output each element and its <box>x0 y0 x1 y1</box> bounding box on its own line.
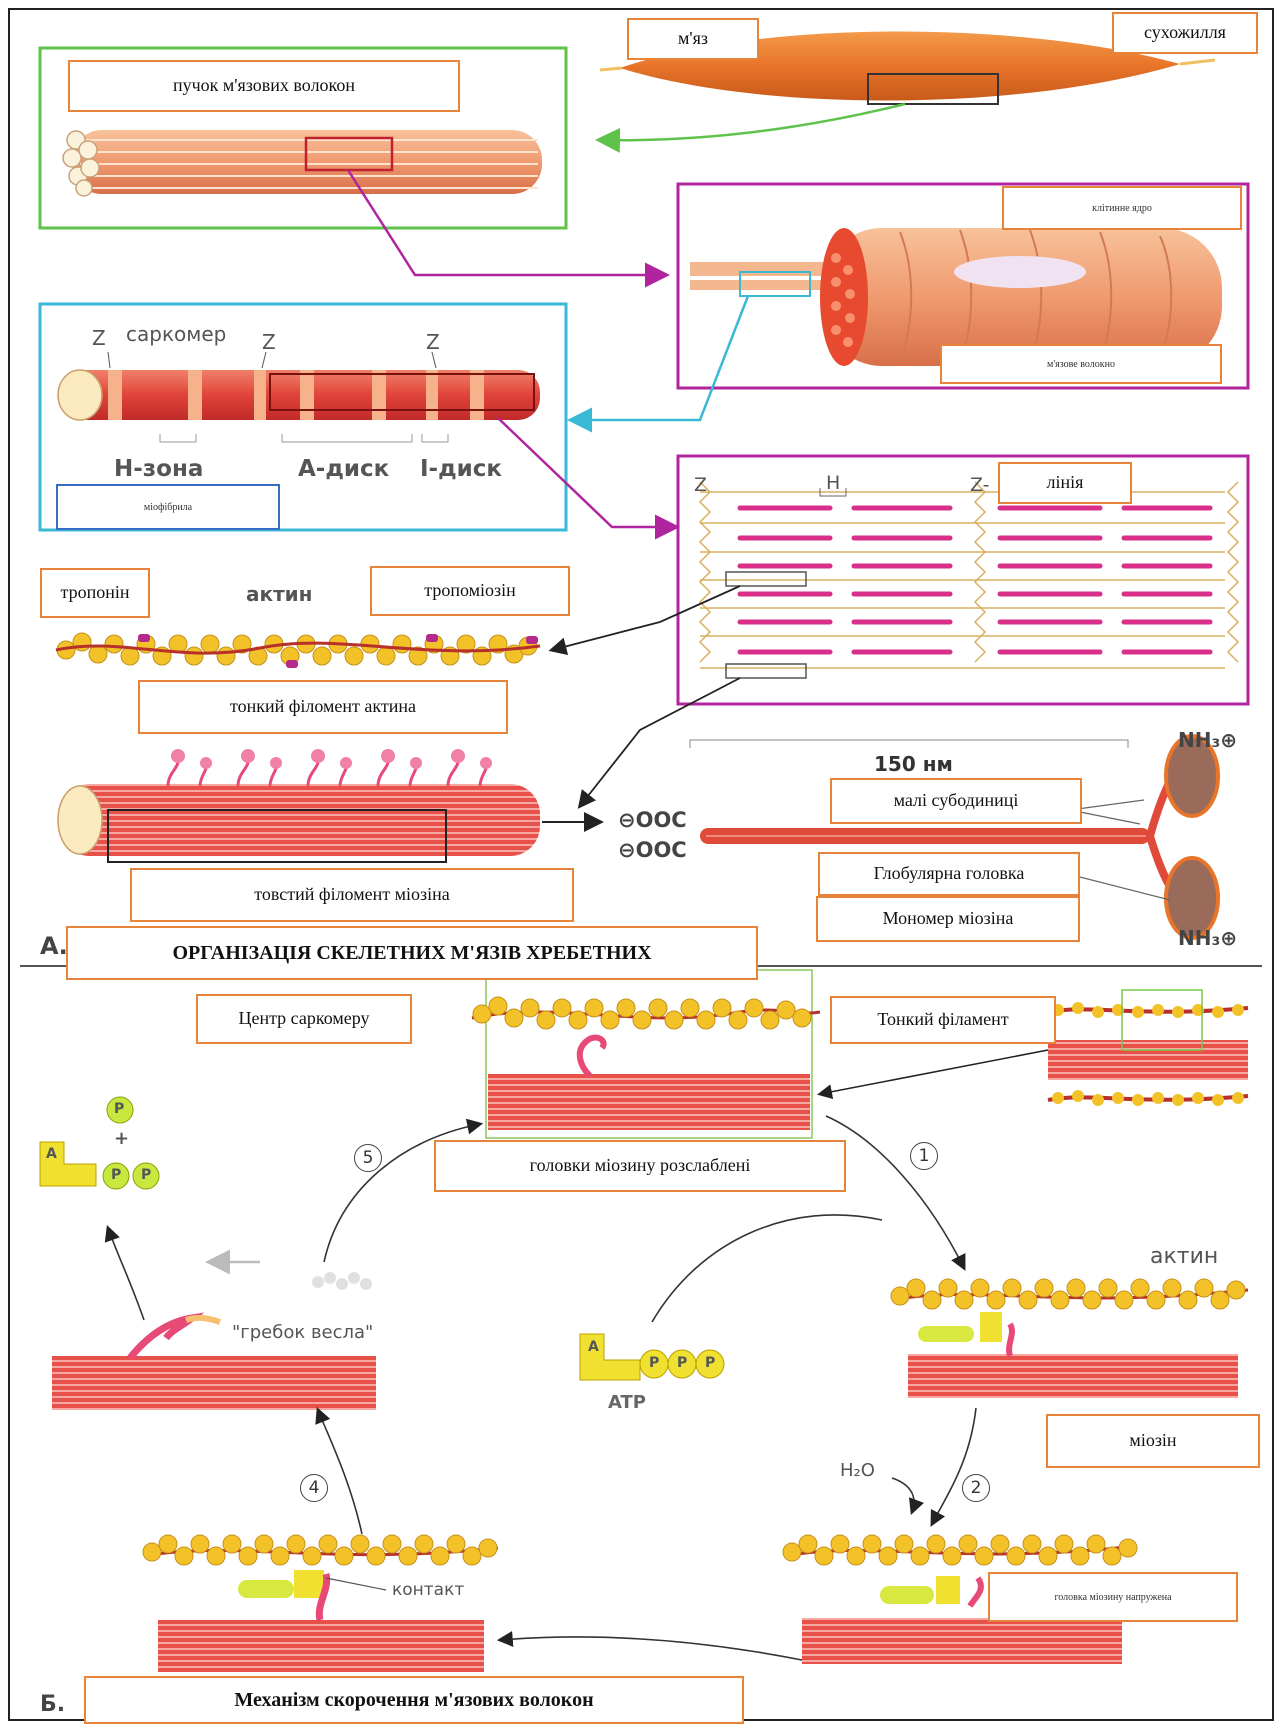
label-cell-nucleus: клітинне ядро <box>1002 186 1242 230</box>
part-a-letter: А. <box>40 932 68 960</box>
part-b-letter: Б. <box>40 1692 65 1717</box>
step-number-4: 4 <box>300 1474 328 1502</box>
arrow-to-thin-filament <box>552 586 740 650</box>
actin-label-a: актин <box>246 582 313 606</box>
z-label-1: Z <box>92 326 106 350</box>
step-number-5: 5 <box>354 1144 382 1172</box>
thin-filament-drawing <box>56 633 540 668</box>
label-troponin: тропонін <box>40 568 150 618</box>
z-label-4: Z <box>694 474 707 496</box>
label-tendon: сухожилля <box>1112 12 1258 54</box>
step1-state-drawing <box>891 1279 1248 1398</box>
part-b-title: Механізм скорочення м'язових волокон <box>84 1676 744 1724</box>
label-thick-myosin-filament: товстий філомент міозіна <box>130 868 574 922</box>
myofibril-drawing <box>58 352 540 442</box>
step-number-1: 1 <box>910 1142 938 1170</box>
part-a-title: ОРГАНІЗАЦІЯ СКЕЛЕТНИХ М'ЯЗІВ ХРЕБЕТНИХ <box>66 926 758 980</box>
cooc-label-1: ⊖OOC <box>618 808 687 832</box>
nh3-label-1: NH₃⊕ <box>1178 728 1237 752</box>
h-zone-label: Н-зона <box>114 456 203 482</box>
z-dash-label: Z- <box>970 474 990 496</box>
label-z-line: лінія <box>998 462 1132 504</box>
step-number-2: 2 <box>962 1474 990 1502</box>
arrow-to-thick-filament <box>580 678 740 806</box>
adp-a-glyph: A <box>46 1146 57 1162</box>
label-globular-head: Глобулярна головка <box>818 852 1080 896</box>
label-small-subunits: малі субодиниці <box>830 778 1082 824</box>
label-muscle: м'яз <box>627 18 759 60</box>
arrow-muscle-to-bundle <box>600 104 905 140</box>
fiber-bundle-drawing <box>63 130 542 196</box>
p-glyph-free: P <box>114 1101 124 1117</box>
atp-a-glyph: A <box>588 1339 599 1355</box>
label-fiber-bundle: пучок м'язових волокон <box>68 60 460 112</box>
sarcomere-thumbnail-drawing <box>1048 990 1248 1106</box>
contact-label: контакт <box>392 1580 464 1600</box>
label-head-tensed: головка міозину напружена <box>988 1572 1238 1622</box>
a-disc-label: А-диск <box>298 456 389 482</box>
label-muscle-fiber: м'язове волокно <box>940 344 1222 384</box>
stroke-label: "гребок весла" <box>232 1322 373 1343</box>
actin-label-b: актин <box>1150 1244 1218 1269</box>
arrow-thumbnail-zoom <box>820 1050 1048 1094</box>
label-myosin: міозін <box>1046 1414 1260 1468</box>
h-label: H <box>826 472 840 494</box>
atp-p-glyph-2: P <box>677 1355 687 1371</box>
arrow-myofibril-to-sarcomere <box>498 418 675 527</box>
sarcomere-label: саркомер <box>126 322 226 346</box>
adp-p-glyph-2: P <box>141 1167 151 1183</box>
label-tropomyosin: тропоміозін <box>370 566 570 616</box>
cooc-label-2: ⊖OOC <box>618 838 687 862</box>
label-myofibril: міофібрила <box>56 484 280 530</box>
z-label-2: Z <box>262 330 276 354</box>
label-thin-actin-filament: тонкий філомент актина <box>138 680 508 734</box>
plus-glyph: + <box>114 1128 129 1149</box>
contact-state-drawing <box>143 1535 498 1672</box>
label-thin-filament-b: Тонкий філамент <box>830 996 1056 1044</box>
sarcomere-filaments-drawing <box>700 482 1238 678</box>
arrow-fiber-to-myofibril <box>572 296 748 420</box>
nh3-label-2: NH₃⊕ <box>1178 926 1237 950</box>
label-sarcomere-center: Центр саркомеру <box>196 994 412 1044</box>
relaxed-state-drawing <box>472 970 820 1138</box>
z-label-3: Z <box>426 330 440 354</box>
adp-p-glyph-1: P <box>111 1167 121 1183</box>
i-disc-label: І-диск <box>420 456 502 482</box>
thick-filament-drawing <box>58 749 540 862</box>
atp-p-glyph-1: P <box>649 1355 659 1371</box>
label-myosin-monomer: Мономер міозіна <box>816 896 1080 942</box>
atp-label: ATP <box>608 1392 646 1413</box>
atp-p-glyph-3: P <box>705 1355 715 1371</box>
label-heads-relaxed: головки міозину розслаблені <box>434 1140 846 1192</box>
length-150nm-label: 150 нм <box>874 752 953 776</box>
water-label: H₂O <box>840 1460 875 1481</box>
